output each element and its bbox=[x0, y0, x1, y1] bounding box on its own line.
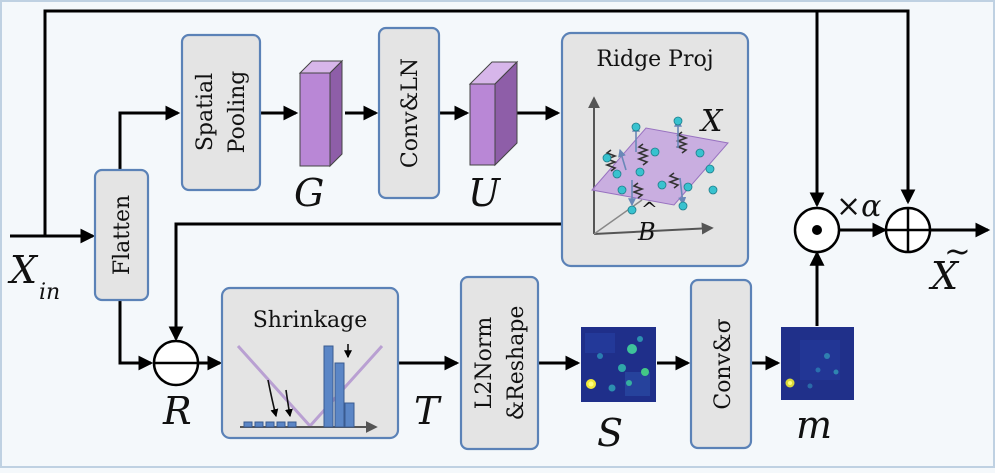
ridge-proj-title: Ridge Proj bbox=[596, 47, 713, 72]
g-tensor bbox=[298, 59, 344, 168]
m-heatmap bbox=[781, 327, 854, 400]
l2norm-reshape-block: L2Norm &Reshape bbox=[459, 275, 540, 451]
conv-ln-label: Conv&LN bbox=[398, 58, 423, 168]
spatial-pooling-label-1: Spatial bbox=[193, 73, 218, 151]
ridge-to-r-wire bbox=[168, 222, 562, 342]
spatial-pooling-label-2: Pooling bbox=[225, 71, 250, 154]
flatten-label: Flatten bbox=[110, 195, 135, 275]
conv-sigma-block: Conv&σ bbox=[689, 278, 753, 450]
flatten-to-r-wire bbox=[118, 300, 154, 371]
m-label: m bbox=[796, 403, 832, 447]
t-label: T bbox=[414, 389, 442, 433]
svg-text:in: in bbox=[39, 280, 60, 305]
alpha-label: ×α bbox=[836, 189, 881, 224]
u-tensor bbox=[468, 60, 519, 167]
l2norm-label-1: L2Norm bbox=[472, 317, 497, 410]
add-node bbox=[884, 206, 932, 254]
g-label: G bbox=[294, 171, 324, 215]
l2norm-label-2: &Reshape bbox=[504, 306, 529, 421]
spatial-pooling-block: Spatial Pooling bbox=[180, 33, 262, 192]
ridge-b-label: B bbox=[637, 218, 656, 246]
flatten-to-pooling-wire bbox=[118, 105, 181, 170]
skip-wire bbox=[43, 9, 916, 236]
r-label: R bbox=[162, 389, 192, 433]
s-heatmap bbox=[581, 327, 656, 402]
ridge-proj-block: Ridge Proj bbox=[560, 31, 750, 268]
svg-text:X: X bbox=[7, 248, 39, 292]
ridge-x-label: X bbox=[699, 104, 724, 139]
u-label: U bbox=[468, 171, 502, 215]
svg-text:X: X bbox=[928, 254, 960, 298]
r-subtract-node bbox=[152, 339, 200, 387]
conv-sigma-label: Conv&σ bbox=[711, 318, 736, 409]
x-in-label: X in bbox=[7, 248, 60, 305]
shrinkage-title: Shrinkage bbox=[253, 308, 368, 333]
output-label: X ~ bbox=[928, 232, 971, 298]
svg-text:~: ~ bbox=[944, 232, 971, 270]
flatten-block: Flatten bbox=[93, 168, 150, 302]
multiply-node bbox=[793, 206, 841, 254]
shrinkage-block: Shrinkage bbox=[220, 286, 400, 440]
conv-ln-block: Conv&LN bbox=[377, 26, 441, 200]
s-label: S bbox=[597, 411, 623, 455]
ridge-b-hat: ^ bbox=[641, 197, 658, 221]
